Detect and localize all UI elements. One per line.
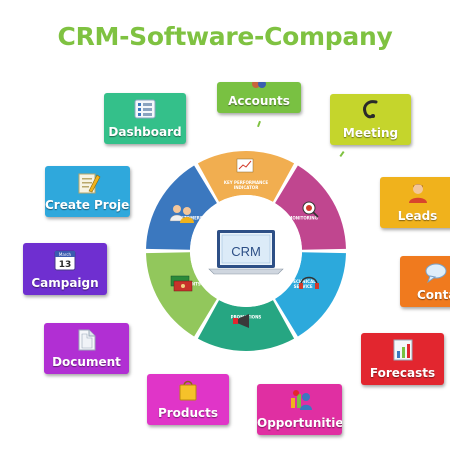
tile-label: Meeting: [342, 126, 399, 140]
tile-meeting[interactable]: Meeting: [330, 94, 411, 145]
customers-people-icon: [169, 205, 194, 223]
tile-label: Campaign: [31, 276, 99, 290]
wheel-segment: [146, 252, 217, 337]
bar-chart-icon: [392, 338, 414, 367]
tile-label: Forecasts: [369, 366, 436, 380]
document-pencil-icon: [75, 171, 101, 200]
people-icon: [248, 82, 270, 96]
tile-document[interactable]: Document: [44, 323, 129, 374]
headset-icon: [359, 98, 383, 127]
tile-leads[interactable]: Leads: [380, 177, 450, 228]
shopping-bag-icon: [177, 378, 199, 407]
tile-label: Dashboard: [108, 125, 182, 139]
wheel-segment: [275, 252, 346, 337]
laptop-icon: CRM: [208, 230, 284, 275]
technical-headset-icon: [299, 276, 319, 289]
calendar-month: March: [59, 252, 72, 257]
tile-dashboard[interactable]: Dashboard: [104, 93, 186, 144]
calendar-day: 13: [59, 260, 72, 270]
wheel-segment: [197, 151, 295, 202]
tile-create-project[interactable]: Create Project: [45, 166, 130, 217]
wheel-segment: [146, 165, 217, 250]
file-icon: [76, 328, 98, 357]
tile-accounts[interactable]: Accounts: [217, 82, 301, 113]
tile-label: Contacts: [417, 288, 450, 302]
tile-forecasts[interactable]: Forecasts: [361, 333, 444, 385]
money-icon: [170, 275, 193, 292]
center-label: CRM: [231, 244, 261, 259]
tile-campaign[interactable]: March 13 Campaign: [23, 243, 107, 295]
calendar-icon: March 13: [53, 248, 77, 277]
tile-label: Products: [157, 406, 219, 420]
tile-label: Leads: [397, 209, 438, 223]
tile-label: Create Project: [45, 198, 130, 212]
users-chart-icon: [287, 388, 313, 417]
page-title: CRM-Software-Company: [57, 22, 393, 51]
kpi-chart-icon: [236, 158, 254, 173]
dashboard-list-icon: [134, 99, 156, 124]
magnifier-icon: [302, 201, 319, 218]
wheel-segment-label: MONITORING: [288, 216, 318, 221]
tile-label: Document: [52, 355, 121, 369]
connector-mark: [257, 120, 261, 128]
megaphone-icon: [233, 314, 249, 328]
person-icon: [407, 182, 429, 209]
tile-label: Accounts: [228, 94, 290, 108]
tile-contacts[interactable]: Contacts: [400, 256, 450, 307]
tile-label: Opportunities: [257, 416, 342, 430]
chat-bubble-icon: [424, 262, 448, 289]
tile-products[interactable]: Products: [147, 374, 229, 425]
tile-opportunities[interactable]: Opportunities: [257, 384, 342, 435]
